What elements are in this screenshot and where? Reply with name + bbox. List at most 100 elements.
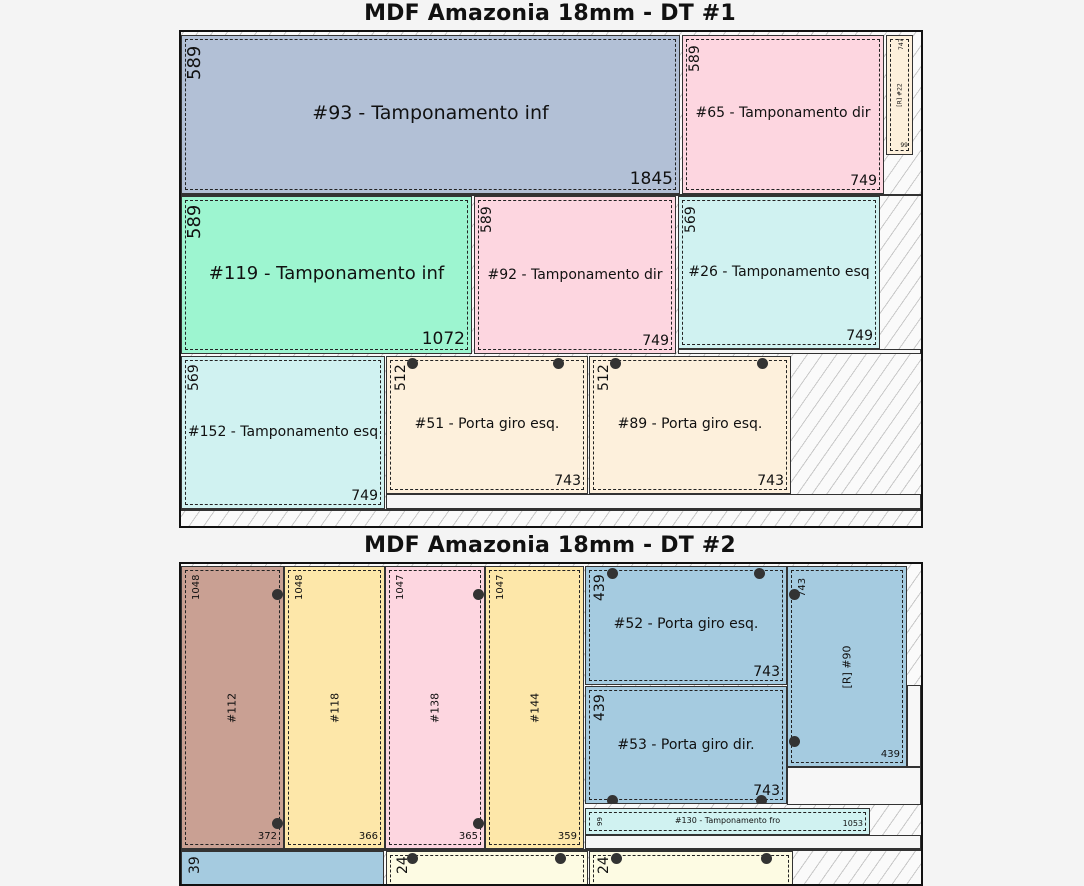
offcut-strip xyxy=(585,835,921,849)
piece-90[interactable]: 743 [R] #90 439 xyxy=(787,566,907,767)
hinge-hole-icon xyxy=(757,358,768,369)
piece-label: #138 xyxy=(428,692,442,723)
offcut-strip xyxy=(181,509,921,511)
piece-width-label: 365 xyxy=(458,831,478,842)
piece-width-label: 749 xyxy=(642,333,669,349)
hinge-hole-icon xyxy=(756,795,767,803)
hinge-hole-icon xyxy=(761,853,772,864)
piece-width-label: 359 xyxy=(557,831,577,842)
piece-label: #118 xyxy=(328,692,341,723)
piece-label: [R] #22 xyxy=(896,83,903,107)
piece-height-label: 1048 xyxy=(294,574,305,600)
piece-height-label: 439 xyxy=(592,574,608,601)
piece-65[interactable]: 589 #65 - Tamponamento dir 749 xyxy=(682,35,884,194)
hinge-hole-icon xyxy=(607,795,618,803)
hinge-hole-icon xyxy=(473,818,484,829)
piece-label: #51 - Porta giro esq. xyxy=(414,416,560,432)
hinge-hole-icon xyxy=(789,589,800,600)
piece-height-label: 747 xyxy=(898,38,905,50)
piece-height-label: 1048 xyxy=(191,574,202,600)
offcut-strip xyxy=(181,194,921,196)
piece-52[interactable]: 439 #52 - Porta giro esq. 743 xyxy=(585,566,787,685)
piece-89[interactable]: 512 #89 - Porta giro esq. 743 xyxy=(589,356,791,494)
piece-height-label: 589 xyxy=(479,206,495,233)
piece-144[interactable]: 1047 #144 359 xyxy=(485,566,584,849)
piece-height-label: 589 xyxy=(184,204,205,239)
piece-label: #93 - Tamponamento inf xyxy=(312,102,549,124)
piece-width-label: 743 xyxy=(554,473,581,489)
piece-width-label: 749 xyxy=(846,328,873,344)
piece-93[interactable]: 589 #93 - Tamponamento inf 1845 xyxy=(181,35,680,194)
offcut-strip xyxy=(181,849,921,851)
piece-height-label: 512 xyxy=(393,364,409,391)
piece-22[interactable]: 747 [R] #22 99 xyxy=(886,35,913,155)
piece-label: #130 - Tamponamento fro xyxy=(674,816,781,825)
hinge-hole-icon xyxy=(407,853,418,864)
sheet-diagram-2: 1048 #112 372 1048 #118 366 1047 #138 36… xyxy=(179,562,923,886)
piece-bottom-2[interactable]: 24 xyxy=(386,851,588,884)
hinge-hole-icon xyxy=(473,589,484,600)
hinge-hole-icon xyxy=(607,568,618,579)
piece-label: #152 - Tamponamento esq xyxy=(187,424,379,440)
hinge-hole-icon xyxy=(555,853,566,864)
piece-label: #112 xyxy=(225,692,239,723)
piece-26[interactable]: 569 #26 - Tamponamento esq 749 xyxy=(678,196,880,349)
piece-51[interactable]: 512 #51 - Porta giro esq. 743 xyxy=(386,356,588,494)
piece-label: #26 - Tamponamento esq xyxy=(688,264,870,280)
piece-label: #65 - Tamponamento dir xyxy=(695,105,871,121)
piece-width-label: 1053 xyxy=(842,819,863,828)
offcut-strip xyxy=(907,685,921,767)
piece-bottom-3[interactable]: 24 xyxy=(589,851,793,884)
hinge-hole-icon xyxy=(553,358,564,369)
offcut-strip xyxy=(386,494,921,509)
piece-label: #89 - Porta giro esq. xyxy=(617,416,763,432)
piece-label: #92 - Tamponamento dir xyxy=(487,267,663,283)
hinge-hole-icon xyxy=(272,589,283,600)
piece-119[interactable]: 589 #119 - Tamponamento inf 1072 xyxy=(181,196,472,354)
piece-label: #119 - Tamponamento inf xyxy=(208,263,445,284)
piece-118[interactable]: 1048 #118 366 xyxy=(284,566,385,849)
piece-height-label: 569 xyxy=(186,364,202,391)
piece-width-label: 743 xyxy=(757,473,784,489)
piece-92[interactable]: 589 #92 - Tamponamento dir 749 xyxy=(474,196,676,354)
offcut-strip xyxy=(678,349,921,354)
piece-height-label: 512 xyxy=(596,364,612,391)
piece-height-label: 439 xyxy=(592,694,608,721)
piece-label: [R] #90 xyxy=(840,645,854,688)
piece-152[interactable]: 569 #152 - Tamponamento esq 749 xyxy=(181,356,385,509)
piece-width-label: 439 xyxy=(880,749,900,760)
piece-height-label: 24 xyxy=(596,856,612,874)
offcut-strip xyxy=(787,767,921,805)
piece-height-label: 39 xyxy=(187,856,203,874)
piece-height-label: 569 xyxy=(683,206,699,233)
piece-width-label: 372 xyxy=(257,831,277,842)
hinge-hole-icon xyxy=(754,568,765,579)
sheet-diagram-1: 589 #93 - Tamponamento inf 1845 589 #65 … xyxy=(179,30,923,528)
piece-138[interactable]: 1047 #138 365 xyxy=(385,566,485,849)
piece-130[interactable]: 99 #130 - Tamponamento fro 1053 xyxy=(585,808,870,835)
piece-label: #52 - Porta giro esq. xyxy=(613,616,759,632)
piece-width-label: 749 xyxy=(850,173,877,189)
sheet-title: MDF Amazonia 18mm - DT #1 xyxy=(364,1,736,26)
piece-53[interactable]: 439 #53 - Porta giro dir. 743 xyxy=(585,686,787,804)
piece-bottom-1[interactable]: 39 xyxy=(181,851,384,884)
piece-height-label: 589 xyxy=(184,45,205,80)
piece-height-label: 1047 xyxy=(395,574,406,600)
hinge-hole-icon xyxy=(407,358,418,369)
piece-width-label: 743 xyxy=(753,664,780,680)
piece-width-label: 99 xyxy=(900,142,908,149)
hinge-hole-icon xyxy=(272,818,283,829)
piece-label: #53 - Porta giro dir. xyxy=(617,737,755,753)
piece-height-label: 589 xyxy=(687,45,703,72)
piece-width-label: 1845 xyxy=(629,169,673,189)
sheet-title: MDF Amazonia 18mm - DT #2 xyxy=(364,533,736,558)
piece-width-label: 749 xyxy=(351,488,378,504)
piece-label: #144 xyxy=(528,692,541,723)
piece-width-label: 366 xyxy=(358,831,378,842)
piece-width-label: 1072 xyxy=(421,329,465,349)
piece-112[interactable]: 1048 #112 372 xyxy=(181,566,284,849)
piece-height-label: 1047 xyxy=(495,574,506,600)
hinge-hole-icon xyxy=(789,736,800,747)
hinge-hole-icon xyxy=(610,358,621,369)
hinge-hole-icon xyxy=(611,853,622,864)
